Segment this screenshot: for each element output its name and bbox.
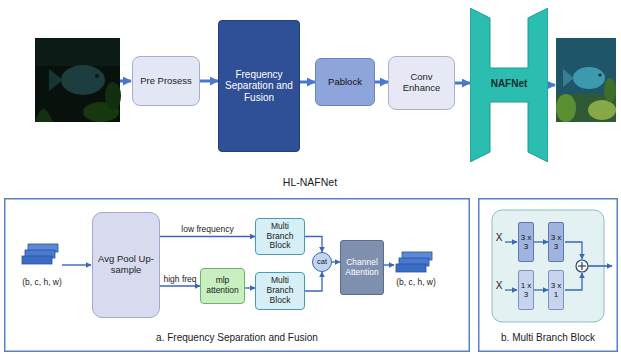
merge-wire [565, 273, 582, 290]
process-box: Multi Branch Block [255, 272, 305, 310]
flow-arrow [455, 82, 470, 85]
box-label: 3 x 3 [520, 233, 532, 251]
image-plant [35, 109, 53, 122]
process-box: Channel Attention [340, 240, 384, 295]
process-box: Avg Pool Up-sample [92, 212, 160, 318]
image-plant [588, 100, 616, 120]
flow-arrow [505, 241, 517, 242]
conv-box: 3 x 3 [518, 222, 534, 262]
module-box: Frequency Separation and Fusion [218, 20, 300, 152]
flow-arrow [384, 264, 394, 265]
box-label: NAFNet [472, 78, 546, 90]
flow-arrow [534, 241, 548, 242]
flow-arrow [300, 81, 315, 84]
process-box: Pablock [315, 58, 375, 106]
input-tensor [22, 244, 58, 264]
input-image [35, 38, 121, 122]
process-box: mlp attention [200, 268, 245, 304]
image-fish [573, 67, 605, 89]
edge-label: high freq [162, 275, 197, 284]
image-fish [61, 65, 105, 95]
image-ground [556, 38, 616, 122]
flow-arrow [588, 265, 612, 267]
flow-arrow [375, 81, 388, 84]
shape-label: (b, c, h, w) [396, 278, 436, 287]
tensor-slab [22, 256, 52, 264]
input-label: X [496, 280, 503, 291]
conv-box: 3 x 3 [548, 222, 564, 262]
flow-arrow [200, 80, 218, 83]
process-box: Conv Enhance [388, 56, 455, 110]
flow-arrow [505, 289, 517, 290]
flow-arrow [305, 272, 322, 291]
concat-circle: cat [312, 252, 332, 272]
box-label: cat [315, 258, 329, 267]
box-label: 1 x 3 [520, 281, 532, 299]
edge-label: low frequency [180, 225, 234, 234]
detail-panel: b. Multi Branch Block 3 x 3 3 x 3 1 x 3 3 x … [478, 198, 618, 352]
box-label: Pablock [318, 77, 372, 88]
panel-caption: a. Frequency Separation and Fusion [4, 332, 470, 344]
image-ground [35, 38, 120, 122]
box-label: Multi Branch Block [258, 222, 302, 251]
conv-box: 1 x 3 [518, 270, 534, 310]
network-shape: NAFNet [470, 8, 548, 162]
image-plant [105, 82, 121, 110]
network-outline [470, 8, 548, 162]
image-plant [556, 94, 576, 122]
process-box: Multi Branch Block [255, 218, 305, 255]
input-label: X [496, 232, 503, 243]
merge-wire [565, 242, 582, 259]
box-label: Frequency Separation and Fusion [221, 69, 297, 104]
box-label: 3 x 3 [550, 233, 562, 251]
flow-arrow [120, 80, 131, 83]
box-label: Channel Attention [343, 258, 381, 278]
process-box: Pre Prosess [132, 56, 200, 106]
image-fish-eye [598, 73, 601, 76]
flow-arrow [332, 261, 340, 262]
flow-arrow [245, 287, 255, 288]
image-fish-eye [95, 74, 99, 78]
detail-panel: a. Frequency Separation and Fusion Avg Po… [4, 198, 470, 352]
image-fish-tail [49, 69, 63, 91]
figure-name: HL-NAFNet [283, 177, 337, 189]
flow-arrow [548, 84, 555, 87]
image-fish-tail [563, 69, 574, 87]
conv-box: 3 x 1 [548, 270, 564, 310]
add-symbol [581, 262, 582, 270]
box-label: 3 x 1 [550, 281, 562, 299]
flow-arrow [160, 236, 255, 237]
add-symbol [576, 260, 588, 272]
shape-label: (b, c, h, w) [22, 278, 62, 287]
output-image [556, 38, 616, 122]
tensor-slab [396, 264, 426, 272]
box-label: Conv Enhance [391, 72, 452, 94]
block-backdrop [492, 210, 604, 322]
panel-caption: b. Multi Branch Block [478, 332, 618, 344]
flow-arrow [305, 236, 322, 252]
image-plant [604, 78, 616, 102]
flow-arrow [62, 264, 91, 265]
box-label: Pre Prosess [135, 76, 197, 87]
box-label: Multi Branch Block [258, 276, 302, 305]
box-label: Avg Pool Up-sample [95, 254, 157, 276]
output-tensor [396, 252, 432, 272]
flow-arrow [534, 289, 548, 290]
box-label: mlp attention [203, 276, 242, 296]
flow-arrow [160, 285, 200, 286]
image-water [35, 38, 120, 66]
